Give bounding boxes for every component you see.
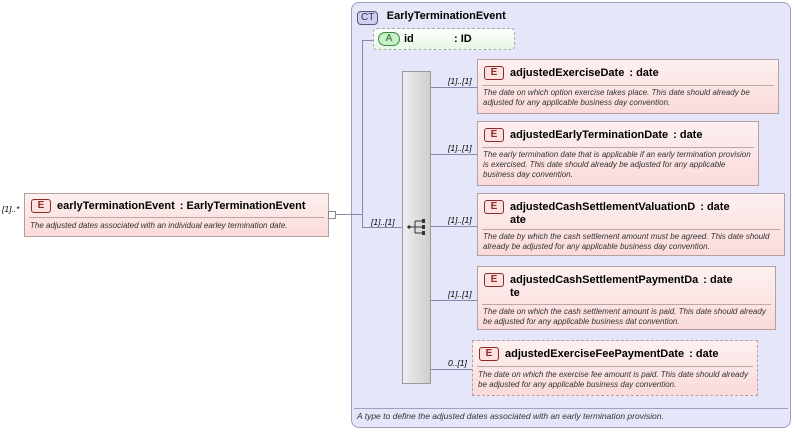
connector-child-2	[431, 154, 477, 155]
complex-type-separator	[354, 408, 788, 409]
connector-root	[336, 214, 362, 215]
element-name-line-1: adjustedCashSettlementPaymentDa	[510, 273, 699, 286]
element-name: adjustedEarlyTerminationDate	[510, 128, 669, 141]
element-type: : date	[703, 273, 733, 286]
root-element-type: : EarlyTerminationEvent	[179, 199, 306, 212]
element-type: : date	[629, 66, 659, 79]
element-separator	[482, 147, 754, 148]
element-badge: E	[484, 200, 504, 214]
element-separator	[482, 229, 780, 230]
element-type: : date	[689, 347, 719, 360]
connector-child-5	[431, 369, 472, 370]
element-separator	[482, 304, 771, 305]
complex-type-header: CT EarlyTerminationEvent	[357, 7, 506, 25]
connector-child-4	[431, 300, 477, 301]
connector-attribute	[362, 40, 373, 41]
element-badge: E	[484, 66, 504, 80]
element-name-line-1: adjustedCashSettlementValuationD	[510, 200, 696, 213]
connector-child-1	[431, 87, 477, 88]
root-element-description: The adjusted dates associated with an in…	[30, 221, 288, 230]
element-description: The date on which the exercise fee amoun…	[478, 370, 748, 389]
sequence-cardinality: [1]..[1]	[371, 217, 395, 227]
child-cardinality: [1]..[1]	[448, 76, 472, 86]
element-name: adjustedExerciseDate	[510, 66, 625, 79]
attribute-badge: A	[378, 32, 400, 46]
element-name: adjustedExerciseFeePaymentDate	[505, 347, 685, 360]
child-cardinality: [1]..[1]	[448, 289, 472, 299]
root-element-name: earlyTerminationEvent	[57, 199, 175, 212]
element-separator	[477, 366, 753, 367]
element-name-line-2: te	[510, 287, 520, 299]
element-badge: E	[484, 128, 504, 142]
collapse-toggle[interactable]	[328, 211, 336, 219]
child-cardinality: 0..[1]	[448, 358, 467, 368]
attribute-type: : ID	[454, 33, 472, 45]
element-description: The date on which option exercise takes …	[483, 88, 750, 107]
child-cardinality: [1]..[1]	[448, 143, 472, 153]
element-badge: E	[479, 347, 499, 361]
element-type: : date	[673, 128, 703, 141]
element-description: The date on which the cash settlement am…	[483, 307, 766, 326]
element-type: : date	[700, 200, 730, 213]
connector-trunk	[362, 40, 363, 228]
root-cardinality: [1]..*	[2, 204, 20, 214]
complex-type-description: A type to define the adjusted dates asso…	[357, 411, 664, 421]
root-element-badge: E	[31, 199, 51, 213]
connector-child-3	[431, 226, 477, 227]
root-element-separator	[29, 217, 324, 218]
connector-sequence	[362, 227, 402, 228]
element-description: The date by which the cash settlement am…	[483, 232, 770, 251]
element-description: The early termination date that is appli…	[483, 150, 751, 179]
attribute-box[interactable]: A id : ID	[373, 28, 515, 50]
attribute-name: id	[404, 33, 414, 45]
complex-type-badge: CT	[357, 11, 379, 25]
element-separator	[482, 85, 774, 86]
element-name-line-2: ate	[510, 214, 526, 226]
sequence-icon	[407, 219, 425, 235]
child-cardinality: [1]..[1]	[448, 215, 472, 225]
complex-type-name: EarlyTerminationEvent	[386, 9, 506, 22]
element-badge: E	[484, 273, 504, 287]
